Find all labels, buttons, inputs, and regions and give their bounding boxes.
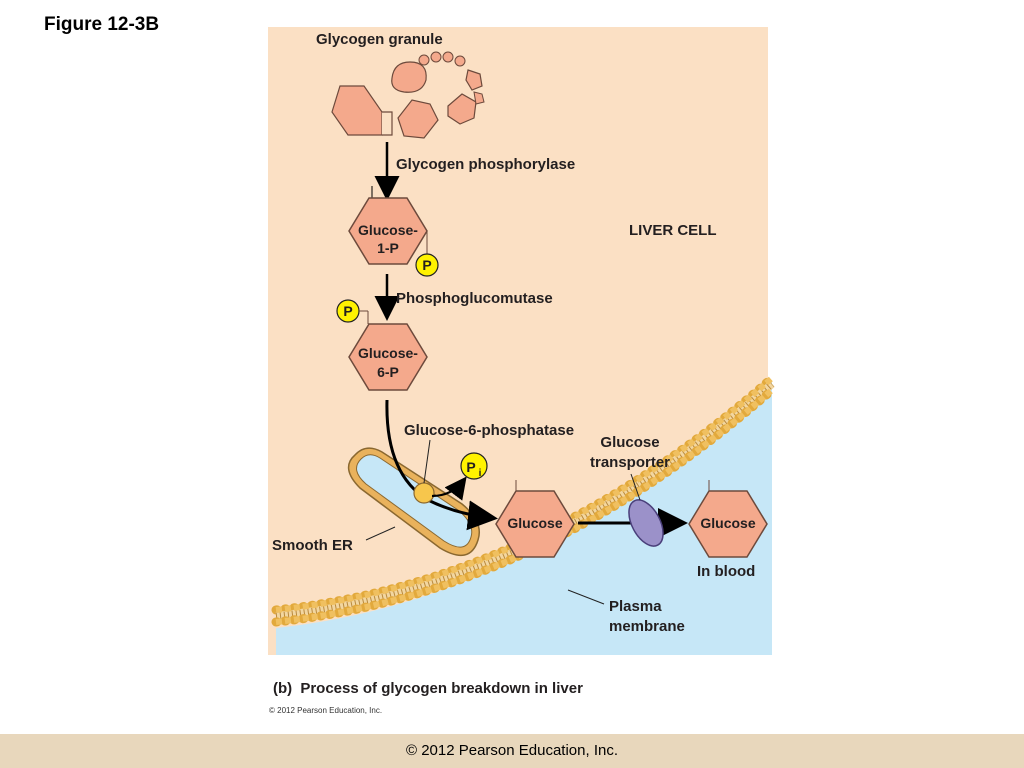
plasma-membrane-label-2: membrane [609,618,685,635]
svg-text:6-P: 6-P [377,364,399,380]
figure-title: Figure 12-3B [44,14,160,35]
inorganic-phosphate: P i [460,452,488,480]
svg-text:P: P [422,257,431,273]
svg-text:1-P: 1-P [377,240,399,256]
glycogen-granule-label: Glycogen granule [316,31,443,48]
in-blood-label: In blood [697,563,755,580]
footer-copyright: © 2012 Pearson Education, Inc. [405,742,619,759]
liver-cell-label: LIVER CELL [629,222,717,239]
glucose-in-cell: Glucose [495,490,575,558]
glucose-6-phosphate: Glucose- 6-P [348,323,428,391]
figure-caption: (b) Process of glycogen breakdown in liv… [273,680,583,697]
glucose-1-phosphate: Glucose- 1-P [348,197,428,265]
glucose-transporter [628,499,664,547]
glycogen-granule [331,51,485,139]
smooth-er [347,447,480,557]
glucose-6-phosphatase-enzyme [413,482,435,504]
glucose-transporter-label-2: transporter [590,454,670,471]
glycogen-phosphorylase-label: Glycogen phosphorylase [396,156,575,173]
plasma-membrane-label-1: Plasma [609,598,662,615]
glycogen-breakdown-diagram: Glycogen granule Glycogen phosphorylase … [268,27,777,715]
small-copyright: © 2012 Pearson Education, Inc. [269,706,382,715]
svg-text:P: P [343,303,352,319]
arrow-pi-release [431,476,467,501]
glucose-6-phosphatase-label: Glucose-6-phosphatase [404,422,574,439]
svg-text:P: P [466,459,475,475]
phosphate-circle: P [415,253,439,277]
glucose-transporter-label-1: Glucose [600,434,659,451]
smooth-er-label: Smooth ER [272,537,353,554]
svg-text:Glucose: Glucose [507,515,562,531]
footer-bar: © 2012 Pearson Education, Inc. [0,734,1024,768]
svg-text:Glucose-: Glucose- [358,345,418,361]
svg-text:Glucose-: Glucose- [358,222,418,238]
smooth-er-pointer [365,526,396,541]
svg-text:Glucose: Glucose [700,515,755,531]
glucose-in-blood: Glucose [688,490,768,558]
phosphoglucomutase-label: Phosphoglucomutase [396,290,553,307]
phosphate-circle: P [336,299,360,323]
svg-text:i: i [479,468,482,479]
blood-region [276,380,772,655]
